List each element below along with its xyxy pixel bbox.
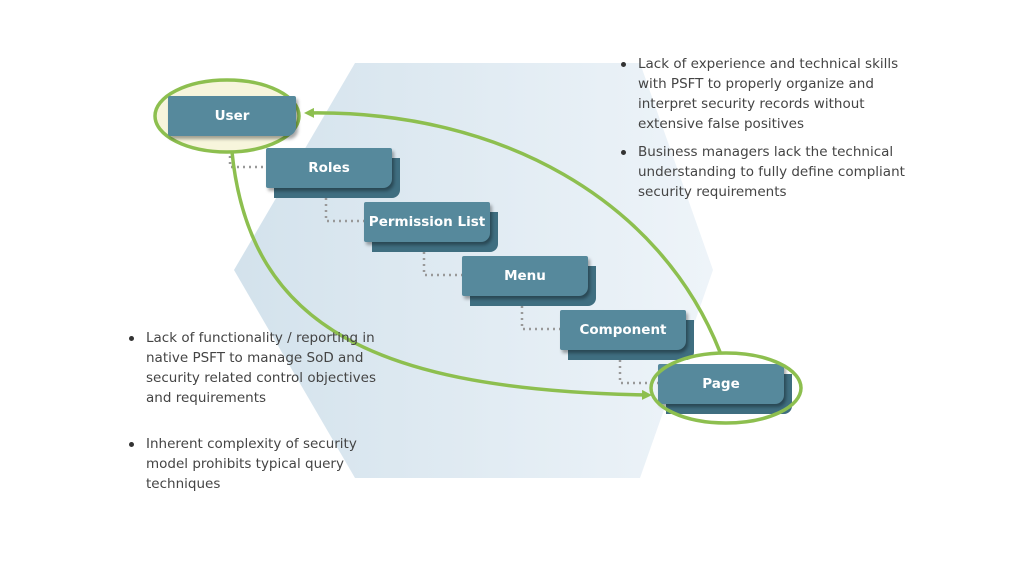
- node-component: Component: [560, 310, 694, 360]
- bullet-item: Business managers lack the technical und…: [618, 142, 918, 202]
- node-label: Component: [560, 310, 686, 350]
- node-label: Roles: [266, 148, 392, 188]
- node-permission-list: Permission List: [364, 202, 498, 252]
- node-label: Permission List: [364, 202, 490, 242]
- bullet-item: Inherent complexity of security model pr…: [126, 434, 386, 494]
- right-bullet-list: Lack of experience and technical skills …: [618, 54, 918, 210]
- node-label: Page: [658, 364, 784, 404]
- node-menu: Menu: [462, 256, 596, 306]
- node-label: Menu: [462, 256, 588, 296]
- node-page: Page: [658, 364, 792, 414]
- left-bullet-list: Lack of functionality / reporting in nat…: [126, 328, 386, 502]
- node-label: User: [168, 96, 296, 136]
- node-user: User: [168, 96, 296, 136]
- bullet-item: Lack of experience and technical skills …: [618, 54, 918, 134]
- node-roles: Roles: [266, 148, 400, 198]
- bullet-item: Lack of functionality / reporting in nat…: [126, 328, 386, 408]
